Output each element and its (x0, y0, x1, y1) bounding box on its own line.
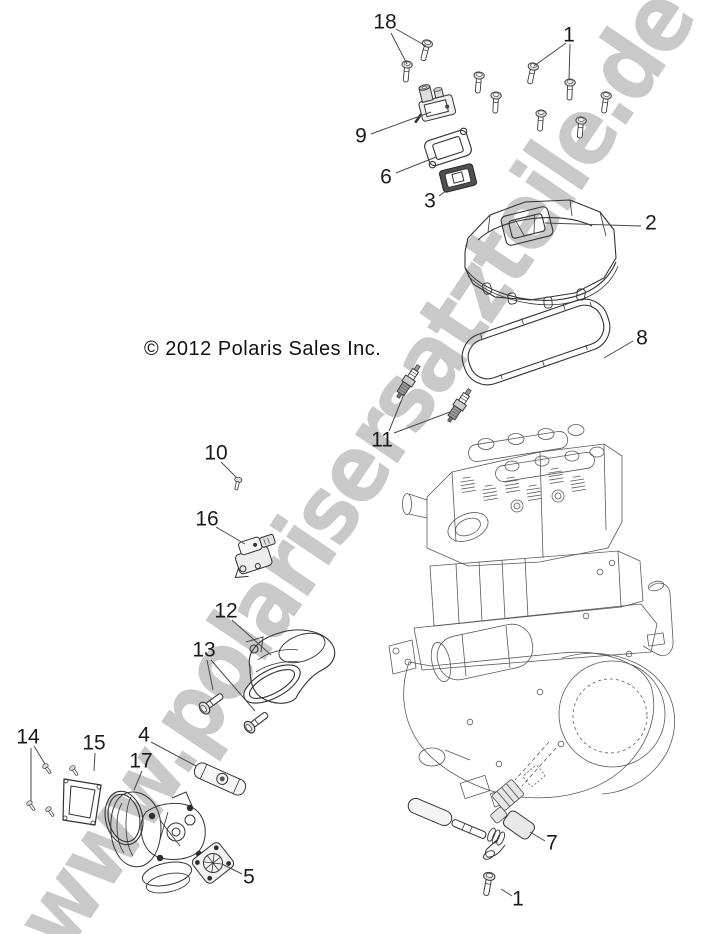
leader-lines (30, 28, 642, 897)
callout-label-13: 13 (192, 638, 216, 662)
callout-label-8: 8 (636, 326, 648, 350)
gasket-15-drawing (62, 778, 102, 826)
oring-17-drawing (104, 790, 144, 846)
spark-plug-wire-drawing (407, 797, 535, 860)
valve-cover-gasket-drawing (461, 298, 611, 386)
screws-14-drawing (25, 762, 81, 819)
callout-label-12: 12 (214, 599, 238, 623)
callout-label-18: 18 (373, 10, 397, 34)
purge-valve-drawing (414, 84, 457, 124)
callout-label-3: 3 (424, 189, 436, 213)
callout-label-2: 2 (645, 211, 657, 235)
valve-cover-drawing (464, 199, 619, 309)
bolts-1-top-drawing (471, 61, 613, 139)
callout-label-1-bottom: 1 (512, 887, 524, 911)
callout-label-14: 14 (16, 725, 40, 749)
callout-label-10: 10 (204, 441, 228, 465)
intake-adapter-drawing (243, 629, 336, 704)
screw-10-drawing (232, 476, 243, 491)
throttle-body-drawing (110, 791, 235, 894)
cover-plate-drawing (438, 163, 478, 193)
callout-label-5: 5 (243, 865, 255, 889)
spark-plugs-drawing (392, 362, 475, 426)
callout-label-6: 6 (380, 165, 392, 189)
map-sensor-drawing (234, 533, 276, 579)
sensor-4-drawing (193, 762, 247, 796)
engine-assembly-drawing (388, 424, 676, 824)
callout-label-9: 9 (355, 124, 367, 148)
gasket-plate-drawing (424, 127, 472, 169)
callout-label-17: 17 (129, 749, 153, 773)
callout-label-15: 15 (82, 731, 106, 755)
callout-label-4: 4 (138, 723, 150, 747)
callout-label-11: 11 (371, 428, 393, 452)
copyright-text: © 2012 Polaris Sales Inc. (144, 338, 382, 360)
callout-label-7: 7 (546, 831, 558, 855)
tps-sensor-drawing (191, 842, 235, 884)
callout-label-16: 16 (195, 507, 219, 531)
callout-label-1-top: 1 (563, 23, 575, 47)
bolt-1-bottom-drawing (479, 870, 497, 897)
